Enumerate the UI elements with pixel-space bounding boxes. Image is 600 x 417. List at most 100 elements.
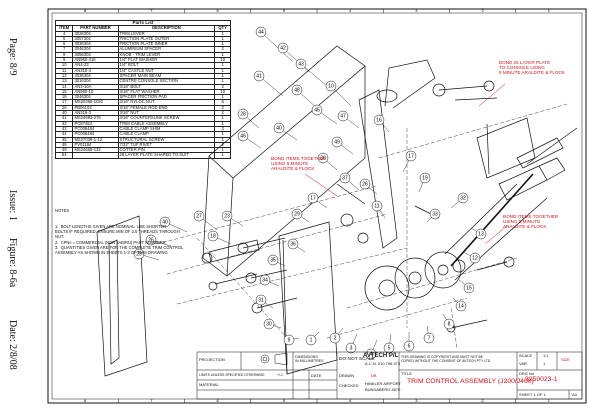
company-name: AVTECH P/L xyxy=(363,353,399,359)
parts-list-cell-description: SPACER FRICTION PAD xyxy=(117,94,216,101)
mechanism-drawing xyxy=(96,45,578,377)
item-balloon xyxy=(291,208,303,220)
item-balloon-label: 29 xyxy=(136,251,142,257)
col-part-number-header: PART NUMBER xyxy=(72,25,119,32)
date-column-label: DATE xyxy=(311,373,322,378)
copyright-notice: THIS DRAWING IS COPYRIGHT AND MUST NOT B… xyxy=(401,355,491,364)
grid-number: 3 xyxy=(415,8,418,13)
callout-bond-items-right: BOND ITEMS TOGETHER USING 5 MINUTE ARALD… xyxy=(503,214,559,229)
parts-list-cell-description: FRICTION PLATE INNER xyxy=(117,41,216,48)
note-line: 3. QUANTITIES GIVEN ARE FOR THE COMPLETE… xyxy=(55,244,184,250)
item-balloon-label: 26 xyxy=(148,237,154,243)
grid-number: 8 xyxy=(84,8,87,13)
balloon-leader xyxy=(300,63,328,87)
item-balloon xyxy=(403,340,415,352)
parts-list-cell-description: 3/16" FEMALE ROD END xyxy=(117,104,216,112)
dimensions-label: DIMENSIONS IN MILLIMETRES xyxy=(295,355,324,364)
parts-list-cell-part-number: MS20365-1032 xyxy=(72,99,119,106)
item-balloon-label: 40 xyxy=(276,125,282,131)
projection-label: PROJECTION xyxy=(199,357,225,362)
page-label: Page: 8/9 xyxy=(7,38,18,76)
notes-heading: NOTES xyxy=(55,208,70,214)
item-balloon-label: 31 xyxy=(258,297,264,303)
item-balloon xyxy=(469,252,481,264)
item-balloons: 4442434148104547492846403837261729161136… xyxy=(133,26,487,360)
var-label: VAR xyxy=(519,361,527,366)
item-balloon xyxy=(455,300,467,312)
parts-list-cell-description: 26 LAYER PLATE SHAPED TO SUIT xyxy=(117,152,216,159)
note-line: 2. CPNs = COMMERCIAL (NON JABIRU) PART N… xyxy=(55,239,166,245)
item-balloon-label: 1 xyxy=(310,337,313,343)
item-balloon xyxy=(133,248,145,260)
item-balloon-label: 33 xyxy=(432,211,438,217)
size-label: SIZE xyxy=(561,357,570,362)
item-balloon-label: 12 xyxy=(472,255,478,261)
item-balloon xyxy=(463,282,475,294)
item-balloon xyxy=(291,84,303,96)
parts-list-cell-qty: 1 xyxy=(214,152,231,159)
item-balloon xyxy=(237,108,249,120)
item-balloon xyxy=(383,342,395,354)
item-balloon xyxy=(277,42,289,54)
item-balloon xyxy=(443,318,455,330)
item-balloon-label: 10 xyxy=(328,83,334,89)
item-balloon xyxy=(359,178,371,190)
title-block-lines xyxy=(196,351,583,400)
tolerance-value: +/-1 xyxy=(277,373,283,377)
item-balloon-label: 28 xyxy=(240,111,246,117)
drawing-title: TRIM CONTROL ASSEMBLY (J200/J400) xyxy=(407,378,534,385)
item-balloon-label: 34 xyxy=(262,277,268,283)
grid-number: 8 xyxy=(84,398,87,403)
note-line: NUT. xyxy=(55,234,65,240)
item-balloon-label: 9 xyxy=(288,337,291,343)
drawing-number: 3250023-1 xyxy=(525,376,558,383)
item-balloon xyxy=(193,210,205,222)
parts-list-title: Parts List xyxy=(55,20,231,26)
item-balloon xyxy=(457,192,469,204)
scale-label: SCALE xyxy=(519,353,533,358)
item-balloon-label: 32 xyxy=(460,195,466,201)
item-balloon-label: 19 xyxy=(422,175,428,181)
item-balloon-label: 46 xyxy=(240,133,246,139)
grid-number: 6 xyxy=(217,398,220,403)
item-balloon xyxy=(329,332,341,344)
drawn-value: DB xyxy=(371,373,377,378)
item-balloon xyxy=(259,274,271,286)
title-label: TITLE xyxy=(401,371,412,376)
item-balloon xyxy=(283,334,295,346)
tolerances-label: LIMITS UNLESS SPECIFIED OTHERWISE xyxy=(199,373,265,377)
grid-number: 4 xyxy=(349,398,352,403)
callout-bond-items-left: BOND ITEMS TOGETHER USING 5 MINUTE ARALD… xyxy=(271,156,327,171)
do-not-scale-label: DO NOT SCALE xyxy=(339,357,375,362)
parts-list-header-row: ITEM PART NUMBER DESCRIPTION QTY xyxy=(54,25,231,32)
parts-list-cell-part-number: MS27039-1-12 xyxy=(72,136,119,143)
parts-list-cell-part-number: MS24665-132 xyxy=(72,147,119,154)
parts-list-cell-description: TRIM CABLE ASSEMBLY xyxy=(117,120,216,127)
item-balloon-label: 37 xyxy=(342,175,348,181)
drawn-label: DRAWN xyxy=(339,373,354,378)
item-balloon-label: 5 xyxy=(388,345,391,351)
grid-number: 7 xyxy=(150,398,153,403)
material-label: MATERIAL xyxy=(199,382,219,387)
grid-number: 4 xyxy=(349,8,352,13)
drawing-number-label: DRG No xyxy=(519,371,535,376)
item-balloon-label: 11 xyxy=(374,203,379,209)
grid-number: 1 xyxy=(548,8,551,13)
figure-label: Figure: 8-6a xyxy=(7,238,18,288)
item-balloon-label: 4 xyxy=(370,351,373,357)
grid-number: 5 xyxy=(283,8,286,13)
item-balloon xyxy=(255,26,267,38)
notes-lines: 1. BOLT LENGTHS GIVEN ARE NOMINAL. USE S… xyxy=(55,224,183,255)
item-balloon xyxy=(371,200,383,212)
scale-value: 1:1 xyxy=(543,353,549,358)
item-balloon-label: 23 xyxy=(224,213,230,219)
item-balloon xyxy=(419,172,431,184)
sheet-size: A3 xyxy=(572,392,577,397)
company-address-2: BUNDABERG 4670 xyxy=(365,387,401,392)
item-balloon xyxy=(317,152,329,164)
item-balloon xyxy=(405,150,417,162)
item-balloon-label: 40 xyxy=(162,219,168,225)
